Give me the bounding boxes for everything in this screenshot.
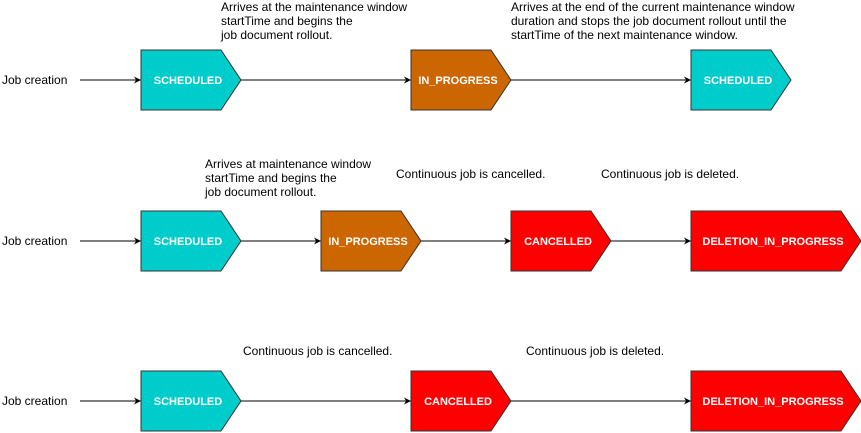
flow-row-2: Job creation SCHEDULED IN_PROGRESS CANCELLE… [2,157,861,272]
state-deletion-in-progress: DELETION_IN_PROGRESS [690,210,861,272]
annotation-line: Arrives at maintenance window [205,157,371,171]
state-shape [510,210,612,272]
flow-row-3: Job creation SCHEDULED CANCELLED DELETION_I… [2,344,861,432]
annotation-line: Continuous job is cancelled. [243,344,392,358]
state-shape [690,49,792,111]
state-label: CANCELLED [424,396,492,408]
state-shape [140,210,242,272]
state-cancelled: CANCELLED [410,370,512,432]
state-label: CANCELLED [524,236,592,248]
flow-row-1: Job creation SCHEDULED IN_PROGRESS SCHEDULE… [2,0,795,111]
annotation-line: Continuous job is deleted. [526,344,664,358]
state-label: IN_PROGRESS [418,75,497,87]
state-scheduled: SCHEDULED [140,49,242,111]
state-shape [410,49,512,111]
state-cancelled: CANCELLED [510,210,612,272]
transition-annotation: Continuous job is deleted. [601,167,739,181]
annotation-line: Continuous job is cancelled. [396,167,545,181]
state-label: SCHEDULED [154,236,223,248]
transition-annotation: Continuous job is cancelled. [243,344,392,358]
state-shape [140,49,242,111]
annotation-line: job document rollout. [204,185,316,199]
state-shape [320,210,422,272]
state-deletion-in-progress: DELETION_IN_PROGRESS [690,370,861,432]
state-shape [140,370,242,432]
annotation-line: startTime and begins the [221,14,353,28]
transition-annotation: Arrives at the end of the current mainte… [511,0,795,42]
state-label: DELETION_IN_PROGRESS [702,236,843,248]
state-shape [690,210,861,272]
state-shape [690,370,861,432]
state-label: DELETION_IN_PROGRESS [702,396,843,408]
job-creation-label: Job creation [2,234,67,248]
state-shape [410,370,512,432]
annotation-line: job document rollout. [220,28,332,42]
transition-annotation: Continuous job is cancelled. [396,167,545,181]
annotation-line: startTime of the next maintenance window… [511,28,738,42]
state-label: IN_PROGRESS [328,236,407,248]
annotation-line: startTime and begins the [205,171,337,185]
annotation-line: Arrives at the maintenance window [221,0,407,14]
job-creation-label: Job creation [2,394,67,408]
transition-annotation: Continuous job is deleted. [526,344,664,358]
annotation-line: duration and stops the job document roll… [511,14,787,28]
state-label: SCHEDULED [704,75,773,87]
job-creation-label: Job creation [2,73,67,87]
state-label: SCHEDULED [154,75,223,87]
state-scheduled: SCHEDULED [140,370,242,432]
annotation-line: Continuous job is deleted. [601,167,739,181]
state-scheduled: SCHEDULED [140,210,242,272]
state-in-progress: IN_PROGRESS [320,210,422,272]
state-scheduled: SCHEDULED [690,49,792,111]
state-label: SCHEDULED [154,396,223,408]
annotation-line: Arrives at the end of the current mainte… [511,0,795,14]
state-in-progress: IN_PROGRESS [410,49,512,111]
